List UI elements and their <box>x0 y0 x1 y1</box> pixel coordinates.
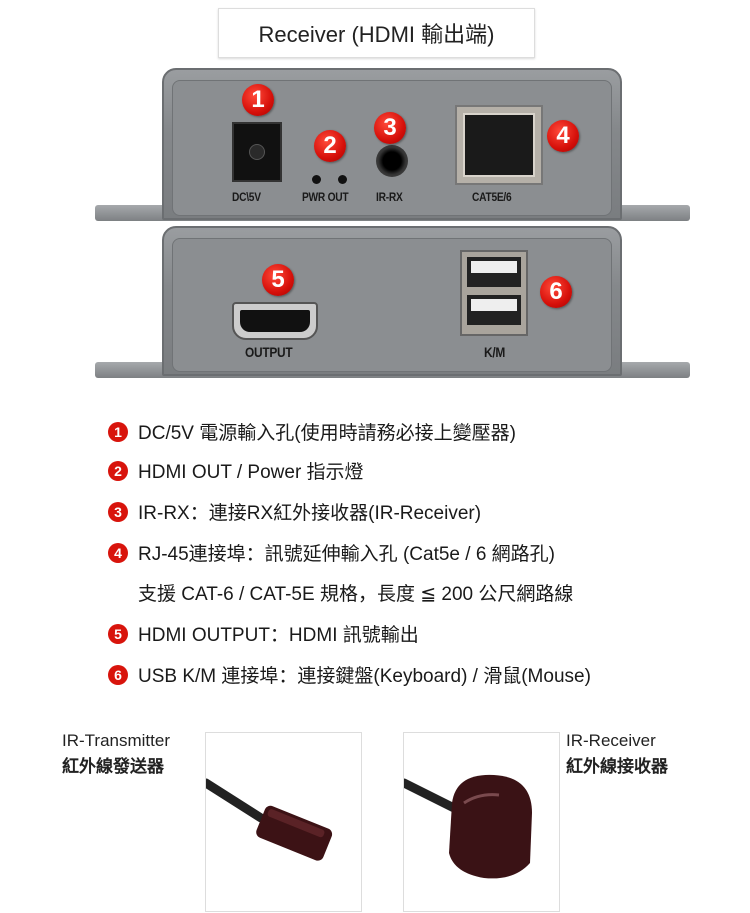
feature-text: DC/5V 電源輸入孔(使用時請務必接上變壓器) <box>138 423 516 444</box>
feature-text: USB K/M 連接埠：連接鍵盤(Keyboard) / 滑鼠(Mouse) <box>138 666 591 687</box>
feature-text: HDMI OUTPUT：HDMI 訊號輸出 <box>138 625 419 646</box>
ir-receiver-image <box>404 774 532 879</box>
ir-transmitter-caption: IR-Transmitter 紅外線發送器 <box>62 728 170 780</box>
dc-jack <box>232 122 282 182</box>
feature-text: 支援 CAT-6 / CAT-5E 規格，長度 ≦ 200 公尺網路線 <box>138 584 574 605</box>
label-dc5v: DC\5V <box>232 190 261 204</box>
badge-4: 4 <box>547 120 579 152</box>
label-pwr-out: PWR OUT <box>302 190 349 204</box>
feature-item-5: 5 HDMI OUTPUT：HDMI 訊號輸出 <box>108 620 419 647</box>
feature-item-2: 2 HDMI OUT / Power 指示燈 <box>108 457 364 484</box>
feature-item-1: 1 DC/5V 電源輸入孔(使用時請務必接上變壓器) <box>108 418 516 445</box>
label-cat5e: CAT5E/6 <box>472 190 512 204</box>
feature-item-6: 6 USB K/M 連接埠：連接鍵盤(Keyboard) / 滑鼠(Mouse) <box>108 661 591 688</box>
usb-ports <box>460 250 528 336</box>
feature-item-4: 4 RJ-45連接埠：訊號延伸輸入孔 (Cat5e / 6 網路孔) <box>108 539 555 566</box>
ir-receiver-name: IR-Receiver <box>566 731 656 750</box>
badge-5: 5 <box>262 264 294 296</box>
ir-receiver-caption: IR-Receiver 紅外線接收器 <box>566 728 668 780</box>
ir-transmitter-photo <box>205 732 362 912</box>
led-indicator <box>338 175 347 184</box>
badge-1: 1 <box>242 84 274 116</box>
bullet-1: 1 <box>108 421 128 442</box>
ir-transmitter-image <box>206 778 333 861</box>
ir-jack <box>376 145 408 177</box>
bullet-2: 2 <box>108 460 128 481</box>
feature-text: IR-RX：連接RX紅外接收器(IR-Receiver) <box>138 503 482 524</box>
bullet-6: 6 <box>108 664 128 685</box>
feature-text: HDMI OUT / Power 指示燈 <box>138 462 364 483</box>
feature-text: RJ-45連接埠：訊號延伸輸入孔 (Cat5e / 6 網路孔) <box>138 544 555 565</box>
label-output: OUTPUT <box>245 344 293 360</box>
feature-item-3: 3 IR-RX：連接RX紅外接收器(IR-Receiver) <box>108 498 481 525</box>
ir-receiver-photo <box>403 732 560 912</box>
badge-2: 2 <box>314 130 346 162</box>
bottom-device-panel: OUTPUT K/M 5 6 <box>0 0 750 390</box>
title-box: Receiver (HDMI 輸出端) <box>218 8 535 58</box>
ir-transmitter-name: IR-Transmitter <box>62 731 170 750</box>
bullet-3: 3 <box>108 501 128 522</box>
bullet-5: 5 <box>108 623 128 644</box>
page-title: Receiver (HDMI 輸出端) <box>258 22 495 47</box>
bullet-4: 4 <box>108 542 128 563</box>
badge-3: 3 <box>374 112 406 144</box>
badge-6: 6 <box>540 276 572 308</box>
hdmi-port <box>232 302 318 340</box>
led-indicator <box>312 175 321 184</box>
rj45-port <box>455 105 543 185</box>
label-km: K/M <box>484 344 506 360</box>
label-ir-rx: IR-RX <box>376 190 403 204</box>
ir-transmitter-name-zh: 紅外線發送器 <box>62 757 164 776</box>
top-device-panel: DC\5V PWR OUT IR-RX CAT5E/6 1 2 3 4 <box>0 0 750 230</box>
ir-receiver-name-zh: 紅外線接收器 <box>566 757 668 776</box>
feature-item-4-line2: 支援 CAT-6 / CAT-5E 規格，長度 ≦ 200 公尺網路線 <box>138 579 573 606</box>
